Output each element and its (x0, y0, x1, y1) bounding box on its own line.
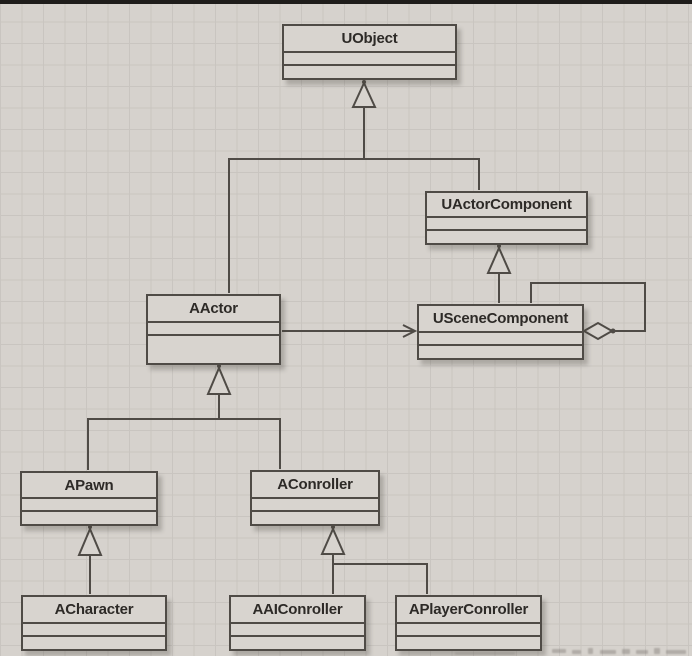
methods-compartment (284, 66, 455, 78)
class-name-uobject: UObject (284, 26, 455, 53)
class-box-acharacter: ACharacter (21, 595, 167, 651)
class-box-uobject: UObject (282, 24, 457, 80)
generalization-edge-uscene-to-uactorcomponent (486, 244, 512, 303)
class-box-aconroller: AConroller (250, 470, 380, 526)
class-name-uactorcomponent: UActorComponent (427, 193, 586, 218)
class-name-aaiconroller: AAIConroller (231, 597, 364, 624)
class-box-aaiconroller: AAIConroller (229, 595, 366, 651)
attributes-compartment (397, 624, 540, 637)
top-edge-bar (0, 0, 692, 4)
attributes-compartment (284, 53, 455, 66)
attributes-compartment (427, 218, 586, 231)
class-box-uactorcomponent: UActorComponent (425, 191, 588, 245)
generalization-edge-to-aconroller (320, 525, 428, 594)
class-name-acharacter: ACharacter (23, 597, 165, 624)
generalization-edge-to-aactor (87, 364, 281, 470)
attributes-compartment (252, 499, 378, 512)
methods-compartment (231, 637, 364, 649)
methods-compartment (427, 231, 586, 243)
attributes-compartment (22, 499, 156, 512)
generalization-edge-to-uobject (228, 80, 480, 293)
attributes-compartment (148, 323, 279, 336)
attributes-compartment (231, 624, 364, 637)
methods-compartment (148, 336, 279, 363)
methods-compartment (23, 637, 165, 649)
methods-compartment (397, 637, 540, 649)
class-name-apawn: APawn (22, 473, 156, 499)
class-name-aconroller: AConroller (252, 472, 378, 499)
methods-compartment (419, 346, 582, 358)
methods-compartment (22, 512, 156, 524)
generalization-edge-acharacter-to-apawn (77, 525, 103, 594)
class-name-aplayerconroller: APlayerConroller (397, 597, 540, 624)
class-name-uscenecomponent: USceneComponent (419, 306, 582, 333)
class-name-aactor: AActor (148, 296, 279, 323)
methods-compartment (252, 512, 378, 524)
attributes-compartment (23, 624, 165, 637)
class-box-aactor: AActor (146, 294, 281, 365)
class-box-uscenecomponent: USceneComponent (417, 304, 584, 360)
class-box-apawn: APawn (20, 471, 158, 526)
attributes-compartment (419, 333, 582, 346)
association-arrow-aactor-to-uscene (282, 324, 418, 338)
class-box-aplayerconroller: APlayerConroller (395, 595, 542, 651)
